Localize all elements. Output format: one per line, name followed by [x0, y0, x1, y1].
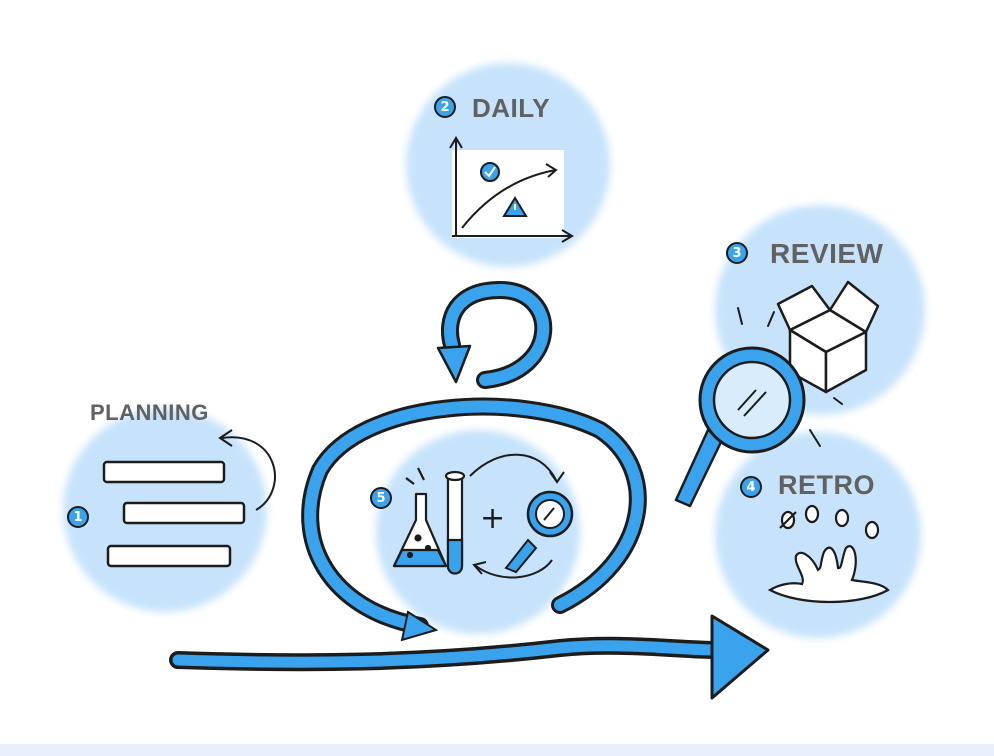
magnifier-icon	[504, 490, 574, 574]
daily-label: DAILY	[472, 93, 551, 123]
checkmark-icon	[480, 162, 500, 182]
retro-label: RETRO	[778, 470, 875, 500]
flow-arrow-icon	[169, 614, 770, 700]
plus-symbol: +	[480, 501, 505, 536]
chart-icon	[449, 136, 574, 243]
experiment-cycle-arrows	[469, 453, 565, 579]
review-rays	[737, 307, 843, 447]
experiment-blob	[376, 430, 580, 634]
step-3-badge: 3	[726, 242, 748, 264]
splash-icon	[767, 504, 890, 604]
retro-blob	[715, 432, 921, 638]
warning-icon	[502, 196, 528, 217]
step-1-badge: 1	[67, 506, 89, 528]
step-4-badge: 4	[740, 476, 762, 498]
list-icon	[102, 429, 276, 568]
review-label: REVIEW	[770, 238, 884, 269]
magnifier-icon	[674, 346, 806, 508]
flask-icon	[392, 467, 448, 568]
step-5-badge: 5	[370, 487, 392, 509]
test-tube-icon	[444, 470, 466, 575]
box-icon	[776, 280, 880, 394]
sprint-loop	[301, 397, 647, 642]
step-2-badge: 2	[434, 96, 456, 118]
cycle-arrow-icon	[436, 280, 553, 389]
bottom-edge	[0, 744, 994, 756]
planning-label: PLANNING	[90, 400, 209, 425]
